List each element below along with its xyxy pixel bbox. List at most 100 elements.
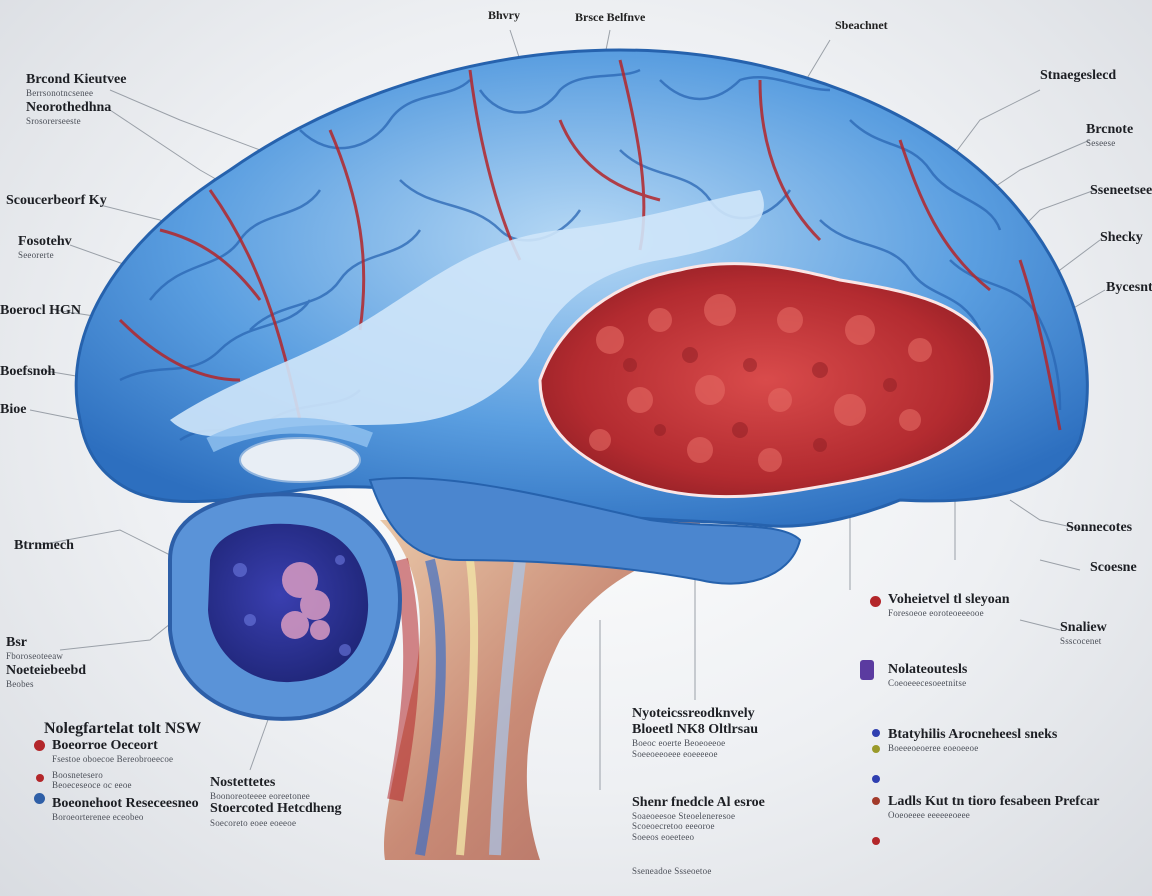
right-panel-item-4-title: Ladls Kut tn tioro fesabeen Prefcar <box>888 794 1100 809</box>
top-label-2-title: Brsce Belfnve <box>575 10 646 24</box>
right-label-2-title: Brcnote <box>1086 122 1134 137</box>
bottom-center-line-1: Boeoc eoerte Beoeoeeoe <box>632 738 726 749</box>
right-panel-item-2-title: Nolateoutesls <box>888 662 968 677</box>
bottom-center2-block: Shenr fnedcle Al esroe Soaeoeesoe Steoel… <box>632 795 765 842</box>
right-panel-item-4-sub: Ooeoeeee eeeeeeoeee <box>888 810 970 821</box>
left-label-10: Noeteiebeebd Beobes <box>6 663 86 689</box>
left-label-8-title: Btrnmech <box>14 538 74 553</box>
top-label-3-title: Sbeachnet <box>835 18 888 32</box>
right-label-8-sub: Ssscocenet <box>1060 636 1102 647</box>
left-label-8: Btrnmech <box>14 538 74 554</box>
bullet-red-icon <box>872 797 880 805</box>
bottom-left-item-1: Boeorroe Oeceort Fsestoe oboecoe Bereobr… <box>52 738 173 764</box>
left-label-2: Neorothedhna Srosorerseeste <box>26 100 111 126</box>
left-label-1-sub: Berrsonotncsenee <box>26 88 94 99</box>
right-label-5-title: Bycesnth <box>1106 280 1152 295</box>
left-label-1: Brcond Kieutvee Berrsonotncsenee <box>26 72 126 98</box>
temporal-lobe <box>368 477 802 585</box>
right-panel-item-1-title: Voheietvel tl sleyoan <box>888 592 1010 607</box>
bullet-blue-icon <box>34 793 45 804</box>
corpus-callosum <box>206 417 373 453</box>
right-label-4-title: Shecky <box>1100 230 1143 245</box>
bottom-left-item-2: Boosnetesero Beoeceseoce oc eeoe <box>52 770 132 791</box>
right-label-2: Brcnote Seseese <box>1086 122 1133 148</box>
left-label-3: Scoucerbeorf Ky <box>6 193 107 209</box>
right-label-7: Scoesne <box>1090 560 1137 576</box>
bottom-left-block: Nolegfartelat tolt NSW <box>44 720 201 738</box>
left-label-9-sub: Fboroseoteeaw <box>6 651 64 662</box>
bottom-center-left-title: Nostettetes <box>210 775 276 790</box>
bottom-center-title: Nyoteicssreodknvely <box>632 706 755 721</box>
bullet-blue-icon <box>872 775 880 783</box>
right-panel-item-4: Ladls Kut tn tioro fesabeen Prefcar Ooeo… <box>888 794 1099 820</box>
left-label-10-title: Noeteiebeebd <box>6 663 87 678</box>
left-label-3-title: Scoucerbeorf Ky <box>6 193 107 208</box>
bottom-left-item-1-title: Boeorroe Oeceort <box>52 738 158 753</box>
bullet-red-small-icon <box>36 774 44 782</box>
bottom-center-left-line-3: Soecoreto eoee eoeeoe <box>210 817 297 828</box>
red-mass <box>538 262 994 499</box>
left-label-7-title: Bioe <box>0 402 27 417</box>
bottom-center2-title: Shenr fnedcle Al esroe <box>632 795 765 810</box>
left-label-6-title: Boefsnoh <box>0 364 56 379</box>
bottom-center-line-2: Soeeoeeoeee eoeeeeoe <box>632 748 718 759</box>
right-label-1: Stnaegeslecd <box>1040 68 1116 84</box>
bullet-olive-icon <box>872 745 880 753</box>
left-label-5: Boerocl HGN <box>0 303 81 319</box>
bottom-left-item-3-sub: Boroeorterenee eceobeo <box>52 812 144 823</box>
bullet-blue-icon <box>872 729 880 737</box>
right-panel-item-1-sub: Foresoeoe eoroteoeeeooe <box>888 608 984 619</box>
top-label-3: Sbeachnet <box>835 18 888 33</box>
right-panel-item-3-sub: Boeeeoeoeree eoeoeeoe <box>888 743 979 754</box>
bullet-red-icon <box>34 740 45 751</box>
bottom-center2-line-2: Scoeoecretoo eeeoroe <box>632 821 715 832</box>
right-panel-item-1: Voheietvel tl sleyoan Foresoeoe eoroteoe… <box>888 592 1010 618</box>
bullet-purple-icon <box>860 660 874 680</box>
bottom-center-block: Nyoteicssreodknvely Bloeetl NK8 Oltlrsau… <box>632 706 758 759</box>
bottom-mid-label: Sseneadoe Ssseoetoe <box>632 866 712 876</box>
right-label-6: Sonnecotes <box>1066 520 1132 536</box>
right-label-2-sub: Seseese <box>1086 138 1116 149</box>
bottom-left-title: Nolegfartelat tolt NSW <box>44 720 202 737</box>
bottom-center2-line-3: Soeeos eoeeteeo <box>632 831 695 842</box>
right-label-4: Shecky <box>1100 230 1143 246</box>
leader-lines <box>29 29 1106 790</box>
right-panel-item-2: Nolateoutesls Coeoeeecesoeetnitse <box>888 662 967 688</box>
right-panel-item-3: Btatyhilis Arocneheesl sneks Boeeeoeoere… <box>888 727 1057 753</box>
bottom-left-item-2-sub: Beoeceseoce oc eeoe <box>52 780 132 791</box>
left-label-9: Bsr Fboroseoteeaw <box>6 635 63 661</box>
bottom-left-item-3: Boeonehoot Reseceesneo Boroeorterenee ec… <box>52 796 199 822</box>
bottom-left-item-3-title: Boeonehoot Reseceesneo <box>52 796 199 811</box>
left-label-7: Bioe <box>0 402 26 418</box>
bottom-center-left-block: Nostettetes Boonoreoteeee eoreetonee Sto… <box>210 775 342 828</box>
bottom-mid-label-title: Sseneadoe Ssseoetoe <box>632 866 712 876</box>
right-label-1-title: Stnaegeslecd <box>1040 68 1117 83</box>
left-label-9-title: Bsr <box>6 635 27 650</box>
right-label-8: Snaliew Ssscocenet <box>1060 620 1107 646</box>
cerebellum <box>168 492 403 721</box>
bottom-left-item-2-title: Boosnetesero <box>52 770 103 780</box>
right-panel-item-3-title: Btatyhilis Arocneheesl sneks <box>888 727 1058 742</box>
left-label-4: Fosotehv Seeorerte <box>18 234 72 260</box>
top-label-2: Brsce Belfnve <box>575 10 645 25</box>
bottom-left-item-1-sub: Fsestoe oboecoe Bereobroeecoe <box>52 754 174 765</box>
right-label-8-title: Snaliew <box>1060 620 1107 635</box>
left-label-2-title: Neorothedhna <box>26 100 112 115</box>
left-label-4-title: Fosotehv <box>18 234 72 249</box>
right-label-7-title: Scoesne <box>1090 560 1137 575</box>
bullet-red-icon <box>872 837 880 845</box>
left-label-2-sub: Srosorerseeste <box>26 116 81 127</box>
right-label-3: Sseneetsee <box>1090 183 1152 199</box>
right-label-5: Bycesnth <box>1106 280 1152 296</box>
left-label-10-sub: Beobes <box>6 679 34 690</box>
bottom-center2-line-1: Soaeoeesoe Steoeleneresoe <box>632 811 736 822</box>
right-label-6-title: Sonnecotes <box>1066 520 1133 535</box>
bottom-center-left-line-1: Boonoreoteeee eoreetonee <box>210 791 310 802</box>
top-label-1: Bhvry <box>488 8 520 23</box>
top-label-1-title: Bhvry <box>488 8 521 22</box>
left-label-4-sub: Seeorerte <box>18 250 54 261</box>
brainstem <box>380 520 700 860</box>
right-panel-item-2-sub: Coeoeeecesoeetnitse <box>888 678 967 689</box>
left-label-6: Boefsnoh <box>0 364 55 380</box>
